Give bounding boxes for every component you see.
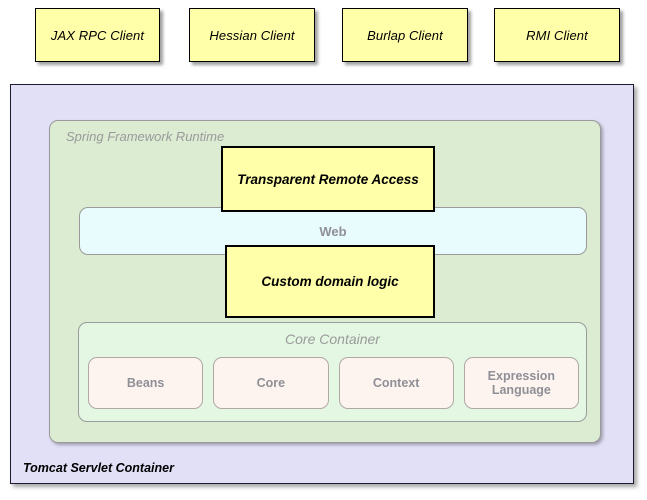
client-box-rmi[interactable]: RMI Client xyxy=(494,8,620,62)
client-box-hessian[interactable]: Hessian Client xyxy=(189,8,315,62)
core-module-core[interactable]: Core xyxy=(213,357,329,409)
overlay-transparent-remote-access[interactable]: Transparent Remote Access xyxy=(221,146,435,212)
client-box-label: JAX RPC Client xyxy=(50,27,145,43)
tomcat-servlet-container-label: Tomcat Servlet Container xyxy=(23,461,174,475)
core-module-label: Beans xyxy=(126,375,165,390)
core-module-label: Expression Language xyxy=(487,368,556,397)
client-box-jax-rpc[interactable]: JAX RPC Client xyxy=(35,8,160,62)
client-box-burlap[interactable]: Burlap Client xyxy=(342,8,468,62)
client-row: JAX RPC Client Hessian Client Burlap Cli… xyxy=(0,0,647,80)
core-module-beans[interactable]: Beans xyxy=(88,357,204,409)
core-module-label: Context xyxy=(372,375,420,390)
overlay-custom-domain-logic[interactable]: Custom domain logic xyxy=(225,245,435,318)
core-container-modules: Beans Core Context Expression Language xyxy=(88,357,579,409)
client-box-label: Hessian Client xyxy=(209,27,295,43)
core-module-label: Core xyxy=(256,375,286,390)
core-container-label: Core Container xyxy=(285,331,380,347)
web-module-label: Web xyxy=(319,223,347,239)
spring-framework-runtime-label: Spring Framework Runtime xyxy=(66,129,225,144)
core-container: Core Container Beans Core Context Expres… xyxy=(78,322,587,422)
client-box-label: Burlap Client xyxy=(367,27,443,43)
overlay-label: Custom domain logic xyxy=(261,274,399,289)
core-module-context[interactable]: Context xyxy=(338,357,454,409)
core-module-expression-language[interactable]: Expression Language xyxy=(463,357,579,409)
overlay-label: Transparent Remote Access xyxy=(237,171,419,187)
client-box-label: RMI Client xyxy=(526,27,588,43)
